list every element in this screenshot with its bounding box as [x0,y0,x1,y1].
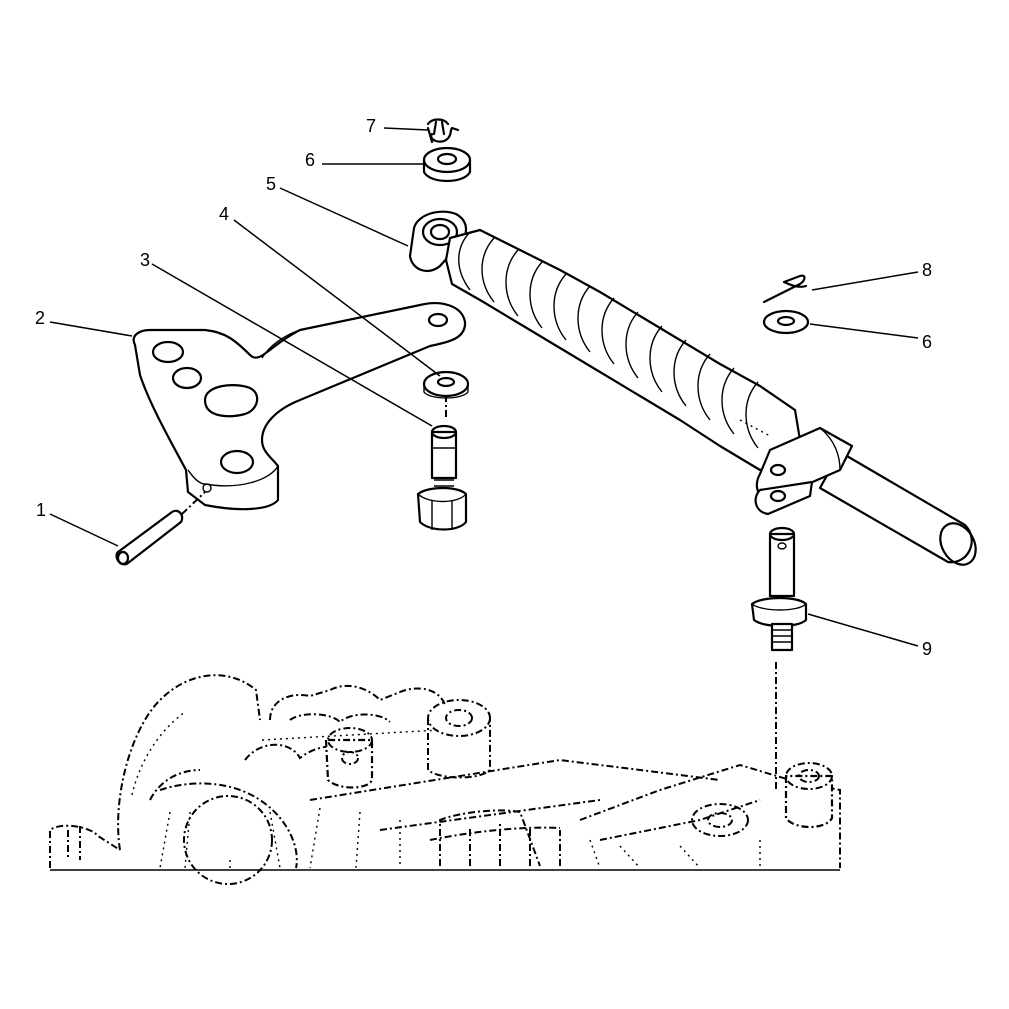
callout-2: 2 [35,308,45,328]
bracket-arm-part [132,302,467,511]
callout-7: 7 [366,116,376,136]
leader-4 [233,219,441,377]
washer-part-6-upper [422,146,472,183]
leader-3 [151,263,433,427]
clip-part-7 [426,118,460,144]
washer-part-4 [422,370,470,420]
callout-6-lower: 6 [922,332,932,352]
shoulder-bolt-part [416,424,468,531]
cylinder-boot-part [408,210,977,566]
callout-9: 9 [922,639,932,659]
callout-1: 1 [36,500,46,520]
callout-8: 8 [922,260,932,280]
callout-labels: 1 2 3 4 5 6 7 8 6 9 [35,116,932,659]
leader-2 [49,321,133,337]
leader-9 [807,613,919,647]
stud-part [750,526,808,790]
callout-4: 4 [219,204,229,224]
callout-3: 3 [140,250,150,270]
engine-block-outline [49,674,841,885]
leader-1 [49,513,119,547]
leader-lines [49,127,919,647]
cotter-pin-part [762,274,808,304]
leader-6b [809,323,919,339]
callout-5: 5 [266,174,276,194]
leader-8 [811,271,919,291]
leader-5 [279,187,409,247]
washer-part-6-lower [762,309,810,335]
leader-7 [383,127,429,131]
roll-pin-part [115,491,206,566]
callout-6-upper: 6 [305,150,315,170]
